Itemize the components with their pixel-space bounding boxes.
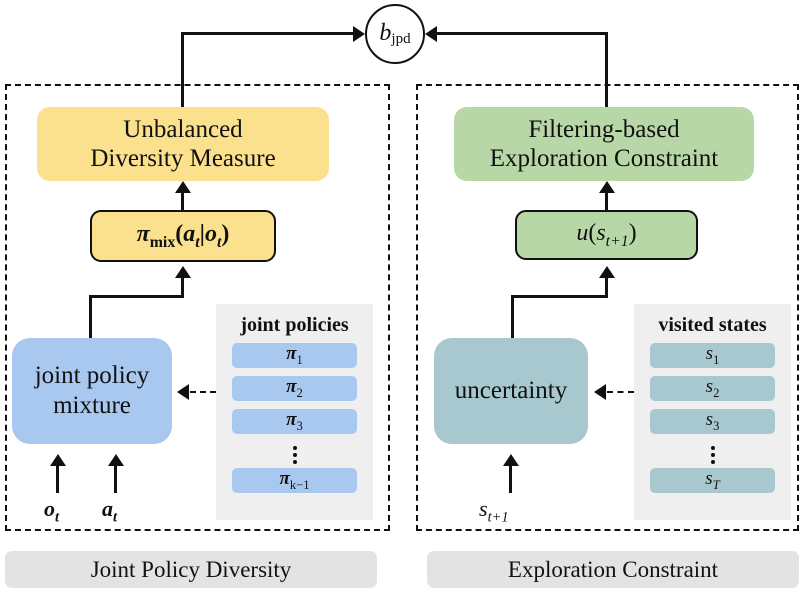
state-symbol: s: [705, 468, 713, 490]
arrow-ot-shaft: [56, 465, 59, 493]
left-panel-dashed-border: [5, 84, 390, 531]
joint-policy-mixture-line1: joint policy: [34, 362, 150, 389]
policy-chip: π2: [232, 376, 357, 401]
arrow-pimix-to-header-shaft: [181, 191, 184, 211]
elbow-mixture-horizontal: [89, 295, 184, 298]
dashed-arrow-states-head: [594, 384, 606, 400]
elbow-uncertainty-up-to-box: [605, 277, 608, 297]
arrow-st1-head: [502, 454, 519, 466]
input-ot-subscript: t: [55, 509, 60, 526]
state-symbol: s: [705, 409, 714, 431]
filtering-exploration-line1: Filtering-based: [528, 115, 680, 143]
right-connector-horizontal: [437, 32, 608, 35]
elbow-uncertainty-horizontal: [511, 295, 608, 298]
policy-chip: πk−1: [232, 468, 357, 493]
joint-policies-title: joint policies: [240, 314, 349, 336]
input-label-at: at: [102, 496, 117, 526]
left-connector-arrowhead: [353, 25, 365, 42]
dashed-arrow-policies-head: [177, 384, 189, 400]
input-at-symbol: a: [102, 496, 113, 521]
policy-symbol: π: [286, 376, 297, 398]
visited-states-panel: visited states s1 s2 s3 sT: [634, 304, 791, 520]
input-at-subscript: t: [113, 509, 118, 526]
policy-subscript: k−1: [289, 477, 310, 492]
left-connector-vertical: [181, 32, 184, 110]
unbalanced-diversity-measure-box: Unbalanced Diversity Measure: [37, 107, 329, 181]
arrow-pimix-to-header-head: [174, 181, 191, 193]
input-st1-symbol: s: [479, 496, 488, 521]
filtering-exploration-line2: Exploration Constraint: [489, 145, 719, 172]
state-chip: s3: [650, 409, 775, 434]
u-formula-box: u(st+1): [515, 210, 698, 260]
input-ot-symbol: o: [44, 496, 55, 521]
left-panel-caption: Joint Policy Diversity: [5, 551, 377, 588]
filtering-exploration-constraint-box: Filtering-based Exploration Constraint: [454, 107, 754, 181]
bjpd-base: b: [379, 20, 392, 46]
uncertainty-box: uncertainty: [434, 338, 588, 444]
input-label-st1: st+1: [479, 496, 509, 526]
state-symbol: s: [705, 376, 714, 398]
elbow-uncertainty-arrowhead: [598, 266, 615, 278]
right-panel-caption: Exploration Constraint: [427, 551, 799, 588]
joint-policies-panel: joint policies π1 π2 π3 πk−1: [216, 304, 373, 520]
state-symbol: s: [705, 343, 714, 365]
right-connector-vertical: [605, 32, 608, 110]
visited-states-title: visited states: [658, 314, 767, 336]
policy-symbol: π: [279, 468, 290, 490]
pi-mix-formula: πmix(at|ot): [136, 220, 230, 251]
policy-subscript: 3: [296, 418, 303, 433]
state-subscript: 3: [713, 418, 720, 433]
left-caption-label: Joint Policy Diversity: [90, 556, 292, 582]
arrow-u-to-header-shaft: [605, 191, 608, 211]
state-subscript: 1: [713, 352, 720, 367]
policy-symbol: π: [286, 343, 297, 365]
dashed-arrow-states-shaft: [607, 391, 634, 393]
unbalanced-diversity-line1: Unbalanced: [123, 115, 243, 143]
right-connector-arrowhead: [425, 25, 437, 42]
input-label-ot: ot: [44, 496, 59, 526]
joint-policy-mixture-box: joint policy mixture: [12, 338, 172, 444]
arrow-at-head: [107, 454, 124, 466]
dashed-arrow-policies-shaft: [190, 391, 216, 393]
right-panel-dashed-border: [416, 84, 799, 531]
state-chip: sT: [650, 468, 775, 493]
elbow-mixture-vertical: [89, 295, 92, 340]
policy-symbol: π: [286, 409, 297, 431]
state-chip: s2: [650, 376, 775, 401]
visited-states-ellipsis: [634, 442, 791, 468]
pi-mix-formula-box: πmix(at|ot): [90, 210, 276, 262]
state-subscript: T: [712, 477, 720, 492]
arrow-at-shaft: [114, 465, 117, 493]
bjpd-subscript: jpd: [391, 31, 411, 47]
state-subscript: 2: [713, 385, 720, 400]
joint-policy-mixture-line2: mixture: [53, 392, 131, 419]
unbalanced-diversity-line2: Diversity Measure: [90, 145, 276, 172]
policy-subscript: 2: [296, 385, 303, 400]
left-connector-horizontal: [181, 32, 359, 35]
policy-subscript: 1: [296, 352, 303, 367]
elbow-uncertainty-vertical: [511, 295, 514, 340]
arrow-ot-head: [49, 454, 66, 466]
policy-chip: π1: [232, 343, 357, 368]
policy-chip: π3: [232, 409, 357, 434]
bjpd-node: bjpd: [365, 4, 425, 64]
input-st1-subscript: t+1: [487, 509, 509, 526]
elbow-mixture-arrowhead: [174, 266, 191, 278]
state-chip: s1: [650, 343, 775, 368]
uncertainty-line1: uncertainty: [454, 377, 568, 404]
arrow-u-to-header-head: [598, 181, 615, 193]
bjpd-label: bjpd: [379, 20, 410, 48]
right-caption-label: Exploration Constraint: [507, 556, 719, 582]
u-formula: u(st+1): [576, 219, 637, 250]
arrow-st1-shaft: [509, 465, 512, 493]
joint-policies-ellipsis: [216, 442, 373, 468]
elbow-mixture-up-to-box: [181, 277, 184, 297]
